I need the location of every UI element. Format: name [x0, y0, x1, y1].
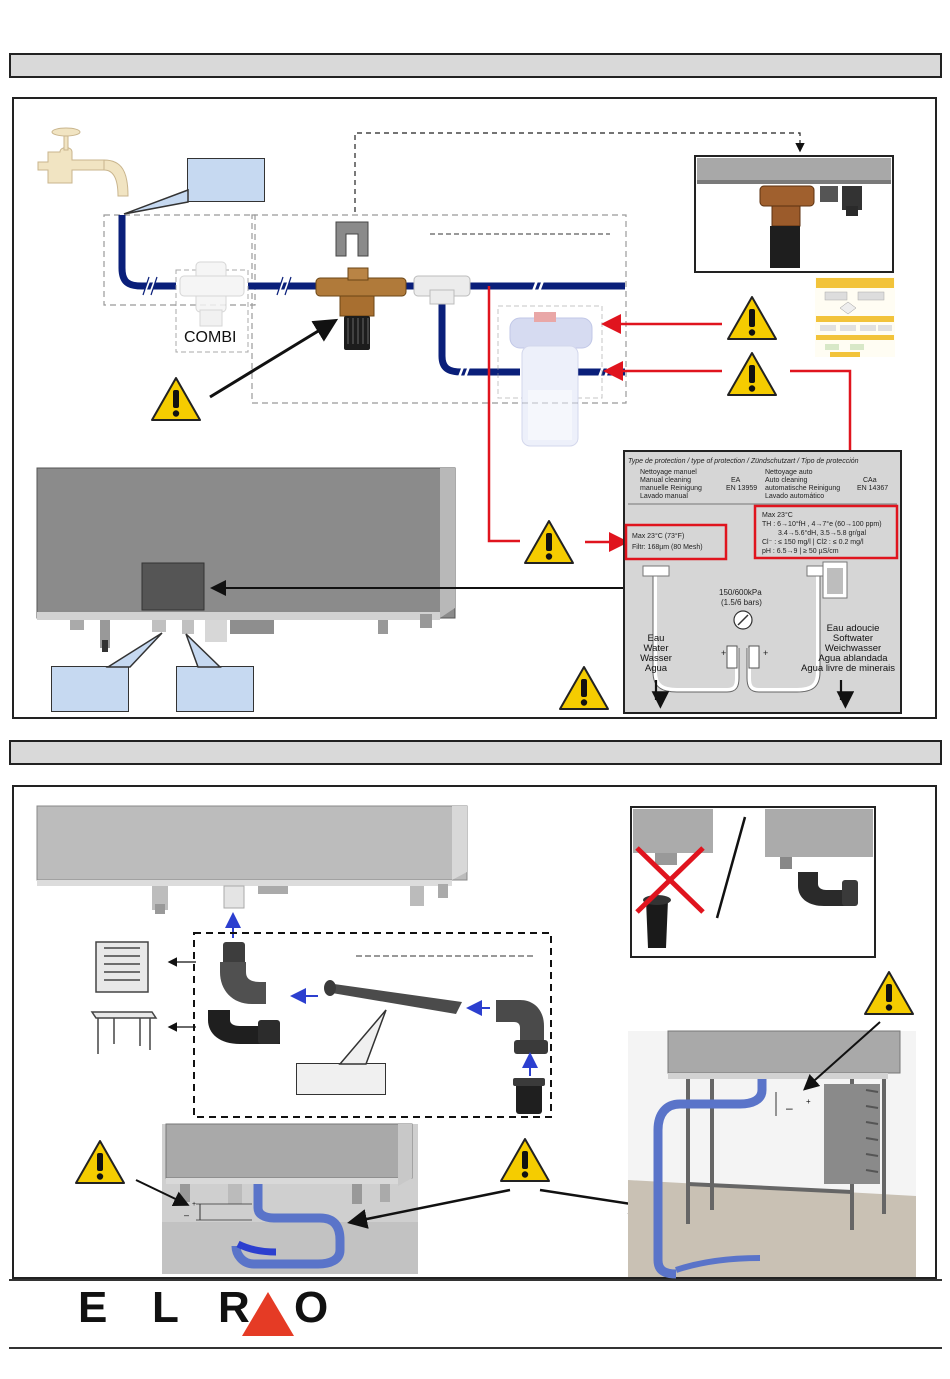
svg-text:+: + — [763, 648, 768, 658]
svg-text:manuelle Reinigung: manuelle Reinigung — [640, 485, 702, 492]
svg-text:+: + — [806, 1097, 811, 1106]
svg-text:Manual cleaning: Manual cleaning — [640, 477, 691, 484]
elbow-fitting-1 — [220, 942, 266, 1004]
left-box-line-2: Filtr: 168µm (80 Mesh) — [632, 544, 703, 551]
svg-text:Nettoyage manuel: Nettoyage manuel — [640, 469, 697, 476]
right-box-line-5: pH : 6.5→9 | ≥ 50 µS/cm — [762, 548, 839, 555]
spec-plate-drawing: Type de protection / type of protection … — [624, 458, 899, 709]
pressure-line-2: (1.5/6 bars) — [721, 598, 762, 607]
wall-bracket — [335, 221, 369, 257]
svg-text:–: – — [184, 1210, 189, 1220]
svg-text:Lavado automático: Lavado automático — [765, 493, 824, 500]
callout-tap — [187, 158, 265, 202]
warning-icon-2 — [727, 296, 777, 340]
svg-text:Agua: Agua — [645, 663, 668, 674]
svg-text:automatische Reinigung: automatische Reinigung — [765, 485, 840, 492]
svg-text:Softwater: Softwater — [833, 633, 873, 644]
drain-connection-diagram: – + – + — [36, 805, 916, 1279]
svg-text:EA: EA — [731, 477, 741, 484]
callout-drain-pipe — [296, 1063, 386, 1095]
warning-icon-8 — [864, 971, 914, 1015]
svg-text:Weichwasser: Weichwasser — [825, 643, 881, 654]
drain-scene-right: – + — [628, 1030, 916, 1279]
svg-text:+: + — [192, 1201, 196, 1208]
plate-header: Type de protection / type of protection … — [628, 458, 859, 465]
water-tap-icon — [37, 127, 129, 197]
svg-text:CAa: CAa — [863, 477, 877, 484]
section-2-header-bar — [9, 740, 942, 765]
section-1-header-bar — [9, 53, 942, 78]
logo-letter-r: R — [218, 1283, 250, 1332]
callout-inlet-2 — [176, 666, 254, 712]
right-box-line-1: Max 23°C — [762, 511, 793, 519]
pressure-line-1: 150/600kPa — [719, 588, 762, 597]
logo-letter-o: O — [294, 1283, 329, 1332]
left-box-line-1: Max 23°C (73°F) — [632, 532, 684, 540]
no-entry-cross-icon — [635, 846, 705, 914]
warning-icon-4 — [524, 520, 574, 564]
appliance-body — [36, 467, 456, 652]
softwater-labels: Eau adoucie Softwater Weichwasser Agua a… — [801, 623, 895, 674]
svg-text:Water: Water — [644, 643, 669, 654]
backflow-preventer — [315, 267, 407, 350]
svg-text:Agua livre de minerais: Agua livre de minerais — [801, 663, 895, 674]
drain-pipe — [324, 980, 462, 1014]
warning-icon-3 — [727, 352, 777, 396]
oven-stand-icon — [95, 941, 149, 993]
drain-scene-left: – + — [162, 1123, 418, 1274]
warning-icon-6 — [75, 1140, 125, 1184]
svg-text:Eau: Eau — [648, 633, 665, 644]
right-box-line-3: 3.4→5.6°dH, 3.5→5.8 gr/gal — [778, 529, 866, 537]
water-labels: Eau Water Wasser Agua — [640, 633, 672, 674]
table-stand-icon — [90, 1011, 158, 1054]
svg-text:EN 13959: EN 13959 — [726, 485, 757, 492]
right-box-line-2: TH : 6→10°fH , 4→7°e (60→100 ppm) — [762, 520, 882, 528]
footer-rule-top — [9, 1279, 942, 1281]
combi-label: COMBI — [184, 329, 237, 346]
water-filter — [497, 305, 603, 447]
callout-inlet-1 — [51, 666, 129, 712]
svg-text:+: + — [721, 648, 726, 658]
svg-text:Nettoyage auto: Nettoyage auto — [765, 469, 813, 476]
elbow-fitting-3 — [496, 1000, 548, 1054]
svg-text:Wasser: Wasser — [640, 653, 672, 664]
svg-text:Agua ablandada: Agua ablandada — [818, 653, 888, 664]
svg-text:Auto cleaning: Auto cleaning — [765, 477, 808, 484]
footer-rule-bottom — [9, 1347, 942, 1349]
manual-cleaning-lines: Nettoyage manuel Manual cleaning manuell… — [640, 469, 757, 500]
spec-plate — [623, 450, 902, 714]
svg-text:Eau adoucie: Eau adoucie — [827, 623, 880, 634]
auto-cleaning-lines: Nettoyage auto Auto cleaning automatisch… — [765, 469, 888, 500]
svg-text:EN 14367: EN 14367 — [857, 485, 888, 492]
water-connection-diagram — [36, 127, 895, 710]
right-box-line-4: Cl⁻ : ≤ 150 mg/l | Cl2 : ≤ 0.2 mg/l — [762, 539, 864, 546]
logo-letter-e: E — [78, 1283, 108, 1332]
flowchart-thumbnail — [815, 277, 895, 357]
logo-triangle-icon — [242, 1292, 294, 1336]
warning-icon-5 — [559, 666, 609, 710]
warning-icon-7 — [500, 1138, 550, 1182]
svg-text:–: – — [786, 1101, 793, 1115]
elbow-fitting-2 — [208, 1010, 280, 1044]
svg-text:Lavado manual: Lavado manual — [640, 493, 688, 500]
logo-letter-l: L — [152, 1283, 179, 1332]
warning-icon-1 — [151, 377, 201, 421]
